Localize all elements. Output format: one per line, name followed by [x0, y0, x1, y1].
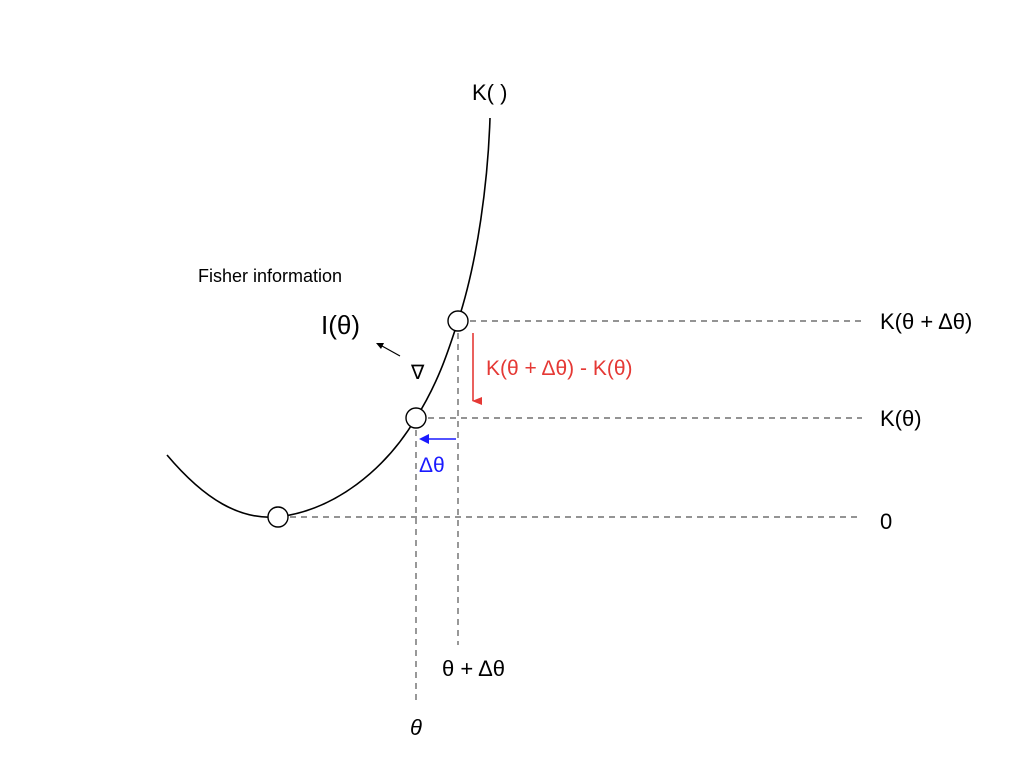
fisher-information-title: Fisher information	[198, 266, 342, 286]
fisher-information-symbol: I(θ)	[321, 310, 360, 340]
gradient-arrow-head	[376, 343, 384, 349]
nabla-symbol: ∇	[410, 362, 425, 384]
level-mid-label: K(θ)	[880, 406, 922, 431]
x-label-theta: θ	[410, 715, 422, 740]
x-label-theta-plus-delta: θ + Δθ	[442, 656, 505, 681]
point-minimum	[267, 506, 289, 528]
point-theta-plus-delta	[447, 310, 469, 332]
level-top-label: K(θ + Δθ)	[880, 309, 972, 334]
level-zero-label: 0	[880, 509, 892, 534]
delta-label: Δθ	[419, 454, 445, 477]
delta-arrow-head	[419, 434, 429, 444]
gradient-arrow-line	[381, 345, 401, 357]
point-theta	[405, 407, 427, 429]
curve-label: K( )	[472, 80, 507, 105]
difference-label: K(θ + Δθ) - K(θ)	[486, 357, 633, 380]
